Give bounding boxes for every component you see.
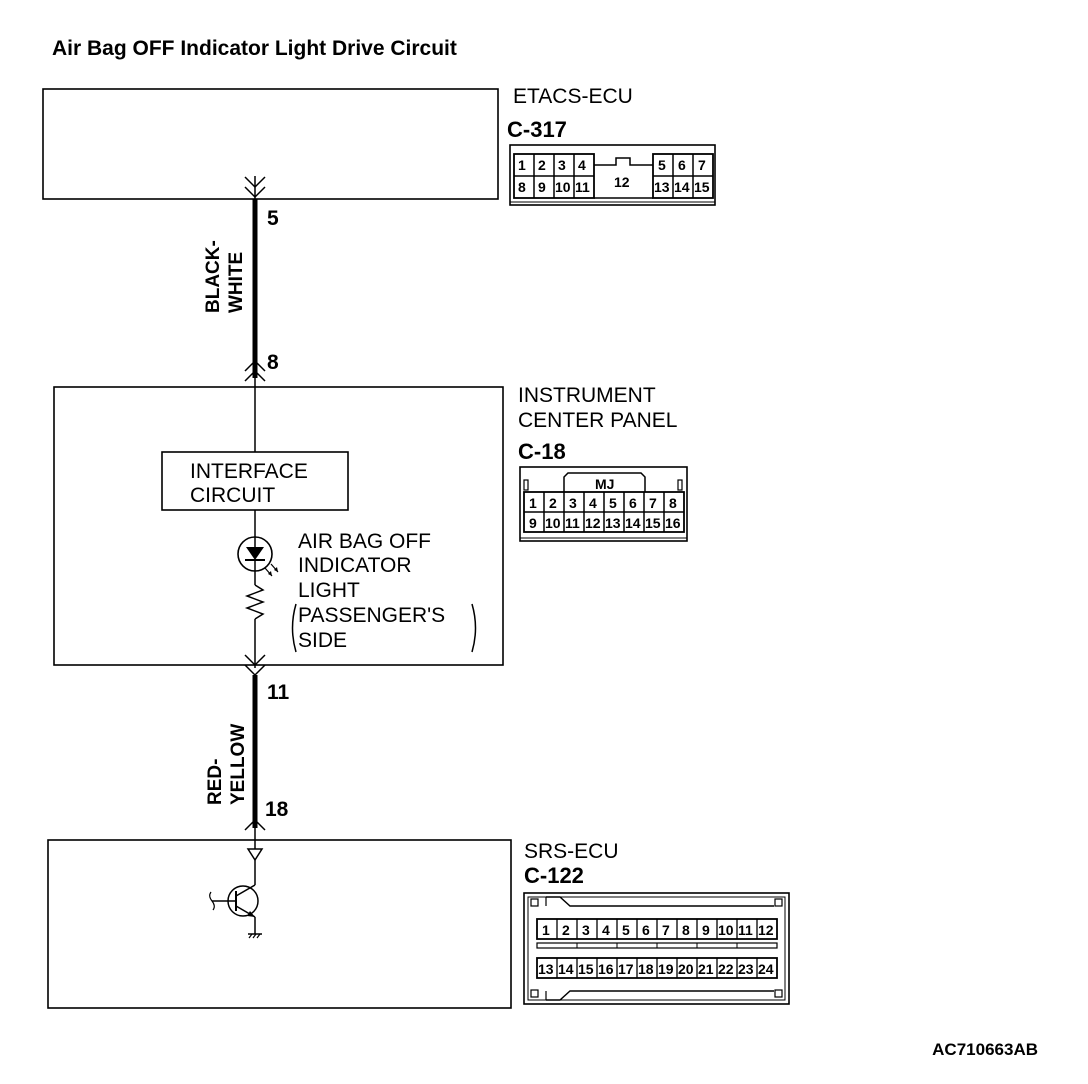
c18-pin: 9 bbox=[529, 515, 537, 531]
c18-pin: 13 bbox=[605, 515, 621, 531]
c122-pin: 4 bbox=[602, 922, 610, 938]
c18-connector-tag: MJ bbox=[595, 476, 614, 492]
c122-pin: 24 bbox=[758, 961, 774, 977]
c18-pin: 15 bbox=[645, 515, 661, 531]
c122-pin: 2 bbox=[562, 922, 570, 938]
transistor-icon bbox=[209, 848, 264, 934]
c317-pin: 11 bbox=[575, 179, 590, 195]
c18-pin: 11 bbox=[565, 515, 580, 531]
c317-pin: 7 bbox=[698, 157, 706, 173]
c122-pin: 8 bbox=[682, 922, 690, 938]
c18-pin: 8 bbox=[669, 495, 677, 511]
c317-pin: 13 bbox=[654, 179, 670, 195]
c18-pin: 1 bbox=[529, 495, 537, 511]
light-label-line3: LIGHT bbox=[298, 579, 360, 602]
c122-pin: 14 bbox=[558, 961, 574, 977]
wire2-bottom-pin: 18 bbox=[265, 798, 289, 821]
label-bracket-right bbox=[471, 603, 477, 653]
etacs-ecu-box bbox=[42, 88, 499, 200]
c18-pin: 2 bbox=[549, 495, 557, 511]
c317-pin: 12 bbox=[614, 174, 630, 190]
c122-pin: 17 bbox=[618, 961, 634, 977]
wire2-top-pin: 11 bbox=[267, 681, 290, 704]
wire-black-white bbox=[244, 176, 266, 452]
wire2-color-line1: RED- bbox=[205, 759, 226, 805]
light-label-line5: SIDE bbox=[298, 629, 347, 652]
connector-c122: 1 2 3 4 5 6 7 8 9 10 11 12 13 14 15 16 1… bbox=[523, 892, 790, 1005]
c18-pin: 14 bbox=[625, 515, 641, 531]
c122-pin: 19 bbox=[658, 961, 674, 977]
etacs-ecu-label: ETACS-ECU bbox=[513, 85, 633, 108]
c317-pin: 8 bbox=[518, 179, 526, 195]
c18-pin: 6 bbox=[629, 495, 637, 511]
c122-pin: 10 bbox=[718, 922, 734, 938]
c317-pin: 5 bbox=[658, 157, 666, 173]
c317-pin: 3 bbox=[558, 157, 566, 173]
light-label-line4: PASSENGER'S bbox=[298, 604, 445, 627]
c122-pin: 6 bbox=[642, 922, 650, 938]
srs-ecu-box bbox=[47, 839, 512, 1009]
wire1-bottom-pin: 8 bbox=[267, 351, 279, 374]
diagram-title: Air Bag OFF Indicator Light Drive Circui… bbox=[52, 37, 457, 60]
connector-c317: 1 2 3 4 8 9 10 11 12 5 6 7 13 14 15 bbox=[509, 144, 716, 206]
c18-pin: 3 bbox=[569, 495, 577, 511]
c18-pin: 5 bbox=[609, 495, 617, 511]
resistor-icon bbox=[244, 571, 266, 668]
c18-pin: 10 bbox=[545, 515, 561, 531]
c122-pin: 5 bbox=[622, 922, 630, 938]
panel-label-line2: CENTER PANEL bbox=[518, 409, 677, 432]
c317-pin: 15 bbox=[694, 179, 710, 195]
c122-pin: 21 bbox=[698, 961, 714, 977]
c122-pin: 18 bbox=[638, 961, 654, 977]
c122-pin: 9 bbox=[702, 922, 710, 938]
c317-pin: 10 bbox=[555, 179, 571, 195]
c317-pin: 14 bbox=[674, 179, 690, 195]
ground-icon bbox=[248, 933, 262, 939]
figure-code: AC710663AB bbox=[932, 1040, 1038, 1059]
c18-pin: 4 bbox=[589, 495, 597, 511]
c317-pin: 9 bbox=[538, 179, 546, 195]
c122-pin: 22 bbox=[718, 961, 734, 977]
c18-pin: 7 bbox=[649, 495, 657, 511]
interface-label-line1: INTERFACE bbox=[190, 460, 308, 483]
panel-label-line1: INSTRUMENT bbox=[518, 384, 656, 407]
c122-pin: 16 bbox=[598, 961, 614, 977]
interface-label-line2: CIRCUIT bbox=[190, 484, 275, 507]
c317-pin: 4 bbox=[578, 157, 586, 173]
instrument-panel-box bbox=[53, 386, 504, 666]
c18-pin: 16 bbox=[665, 515, 681, 531]
c18-pin: 12 bbox=[585, 515, 601, 531]
c122-pin: 23 bbox=[738, 961, 754, 977]
c122-pin: 11 bbox=[738, 922, 753, 938]
wire-red-yellow bbox=[244, 654, 266, 850]
c122-pin: 13 bbox=[538, 961, 554, 977]
label-bracket-left bbox=[291, 603, 297, 653]
etacs-connector-id: C-317 bbox=[507, 117, 567, 142]
wire1-color-line2: WHITE bbox=[226, 252, 247, 313]
c122-pin: 1 bbox=[542, 922, 550, 938]
wire2-color-line2: YELLOW bbox=[228, 724, 249, 805]
c317-pin: 6 bbox=[678, 157, 686, 173]
c317-pin: 1 bbox=[518, 157, 526, 173]
light-label-line2: INDICATOR bbox=[298, 554, 412, 577]
c122-pin: 12 bbox=[758, 922, 774, 938]
c122-pin: 20 bbox=[678, 961, 694, 977]
light-label-line1: AIR BAG OFF bbox=[298, 530, 431, 553]
srs-connector-id: C-122 bbox=[524, 863, 584, 888]
led-icon bbox=[237, 536, 279, 577]
wire1-top-pin: 5 bbox=[267, 207, 279, 230]
c122-pin: 3 bbox=[582, 922, 590, 938]
c317-pin: 2 bbox=[538, 157, 546, 173]
srs-ecu-label: SRS-ECU bbox=[524, 840, 619, 863]
c122-pin: 15 bbox=[578, 961, 594, 977]
connector-c18: MJ 1 2 3 4 5 6 7 8 9 10 11 12 13 14 15 1… bbox=[519, 466, 688, 542]
panel-connector-id: C-18 bbox=[518, 439, 566, 464]
c122-pin: 7 bbox=[662, 922, 670, 938]
wire1-color-line1: BLACK- bbox=[203, 240, 224, 313]
